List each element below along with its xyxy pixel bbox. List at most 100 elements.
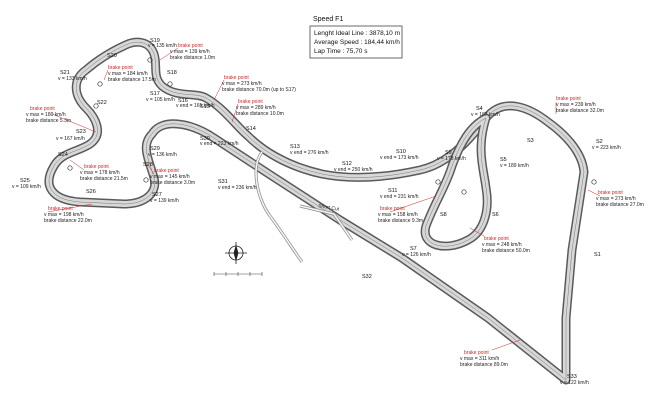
brake-leaders — [47, 47, 601, 351]
segment-label-s30: S30 — [200, 136, 210, 142]
speed-s30: v end = 223 km/h — [200, 141, 239, 147]
speed-s21: v = 133 km/h — [58, 76, 87, 82]
brake-annotation-s1: brake point v max = 273 km/h brake dista… — [596, 190, 644, 208]
brake-annotation-s28: brake point v max = 145 km/h brake dista… — [150, 168, 195, 186]
brake-point-label: brake point — [48, 206, 73, 212]
brake-vmax: v max = 178 km/h — [80, 170, 120, 176]
brake-annotation-s19: brake point v max = 139 km/h brake dista… — [170, 43, 215, 61]
brake-annotation-s16: brake point v max = 289 km/h brake dista… — [236, 99, 284, 117]
corner-marker — [147, 57, 153, 63]
brake-distance: brake distance 9.3m — [378, 218, 423, 224]
speed-s31: v end = 236 km/h — [218, 185, 257, 191]
speed-s16: v end = 165 km/h — [176, 103, 215, 109]
brake-point-label: brake point — [30, 106, 55, 112]
brake-vmax: v max = 248 km/h — [482, 242, 522, 248]
brake-distance: brake distance 89.0m — [460, 362, 508, 368]
info-laptime: Lap Time : 75,70 s — [314, 48, 368, 55]
info-box — [309, 25, 403, 59]
brake-distance: brake distance 1.0m — [170, 55, 215, 61]
brake-annotation-s8: brake point v max = 158 km/h brake dista… — [378, 206, 423, 224]
brake-distance: brake distance 5.3m — [26, 118, 71, 124]
corner-marker — [93, 103, 99, 109]
segment-label-s7: S7 — [410, 246, 417, 252]
brake-annotation-s24: brake point v max = 178 km/h brake dista… — [80, 164, 128, 182]
segment-label-s12: S12 — [342, 161, 352, 167]
brake-point-label: brake point — [598, 190, 623, 196]
segment-label-s31: S31 — [218, 179, 228, 185]
segment-label-s3: S3 — [527, 138, 534, 144]
segment-label-s6: S6 — [492, 212, 499, 218]
brake-point-label: brake point — [380, 206, 405, 212]
brake-vmax: v max = 158 km/h — [378, 212, 418, 218]
brake-distance: brake distance 70.0m (up to S17) — [222, 87, 296, 93]
speed-s4: v = 167 km/h — [471, 112, 500, 118]
segment-label-s14: S14 — [246, 126, 256, 132]
segment-label-s10: S10 — [396, 149, 406, 155]
pit-lane-road-inner — [255, 151, 303, 263]
segment-label-s28: S28 — [143, 162, 153, 168]
speed-s11: v end = 231 km/h — [380, 194, 419, 200]
speed-s23: v = 167 km/h — [56, 136, 85, 142]
brake-point-label: brake point — [484, 236, 509, 242]
speed-s5: v = 189 km/h — [500, 163, 529, 169]
brake-point-label: brake point — [556, 96, 581, 102]
brake-distance: brake distance 32.0m — [556, 108, 604, 114]
segment-label-s4: S4 — [476, 106, 483, 112]
corner-marker — [167, 81, 173, 87]
brake-point-label: brake point — [84, 164, 109, 170]
brake-distance: brake distance 10.0m — [236, 111, 284, 117]
segment-label-s33: S33 — [567, 374, 577, 380]
corner-markers — [67, 57, 597, 195]
brake-point-label: brake point — [178, 43, 203, 49]
speed-s10: v end = 173 km/h — [380, 155, 419, 161]
segment-label-s32: S32 — [362, 274, 372, 280]
segment-label-s21: S21 — [60, 70, 70, 76]
brake-annotation-s3: brake point v max = 239 km/h brake dista… — [556, 96, 604, 114]
segment-label-s24: S24 — [58, 152, 68, 158]
corner-marker — [67, 165, 73, 171]
corner-marker — [461, 189, 467, 195]
brake-vmax: v max = 139 km/h — [170, 49, 210, 55]
brake-vmax: v max = 145 km/h — [150, 174, 190, 180]
brake-vmax: v max = 198 km/h — [44, 212, 84, 218]
segment-label-s13: S13 — [290, 144, 300, 150]
segment-label-s16: S16 — [178, 98, 188, 104]
info-title: Speed F1 — [313, 16, 343, 23]
segment-label-s1: S1 — [594, 252, 601, 258]
segment-label-s29: S29 — [150, 146, 160, 152]
brake-vmax: v max = 180 km/h — [26, 112, 66, 118]
brake-point-label: brake point — [238, 99, 263, 105]
speed-s27: v = 139 km/h — [150, 198, 179, 204]
brake-distance: brake distance 3.0m — [150, 180, 195, 186]
short-cut-road-inner — [299, 205, 353, 241]
brake-vmax: v max = 273 km/h — [222, 81, 262, 87]
compass-icon — [225, 242, 247, 264]
info-speed: Average Speed : 184,44 km/h — [314, 39, 400, 46]
corner-marker — [435, 179, 441, 185]
corner-marker — [143, 177, 149, 183]
brake-point-label: brake point — [464, 350, 489, 356]
speed-s25: v = 109 km/h — [12, 184, 41, 190]
brake-distance: brake distance 17.5m — [108, 77, 156, 83]
corner-marker — [591, 179, 597, 185]
segment-label-s2: S2 — [596, 139, 603, 145]
segment-label-s26: S26 — [86, 189, 96, 195]
segment-label-s9: S9 — [445, 150, 452, 156]
scale-bar — [213, 272, 263, 276]
segment-label-s23: S23 — [76, 129, 86, 135]
brake-vmax: v max = 289 km/h — [236, 105, 276, 111]
brake-vmax: v max = 273 km/h — [596, 196, 636, 202]
brake-annotation-s22: brake point v max = 180 km/h brake dista… — [26, 106, 71, 124]
brake-vmax: v max = 184 km/h — [108, 71, 148, 77]
brake-annotation-s6: brake point v max = 248 km/h brake dista… — [482, 236, 530, 254]
segment-label-s27: S27 — [152, 192, 162, 198]
brake-point-label: brake point — [108, 65, 133, 71]
speed-s9: v = 178 km/h — [437, 156, 466, 162]
segment-label-s17: S17 — [150, 91, 160, 97]
speed-s13: v end = 276 km/h — [290, 150, 329, 156]
segment-label-s11: S11 — [388, 188, 397, 194]
corner-marker — [97, 81, 103, 87]
speed-s2: v = 223 km/h — [592, 145, 621, 151]
